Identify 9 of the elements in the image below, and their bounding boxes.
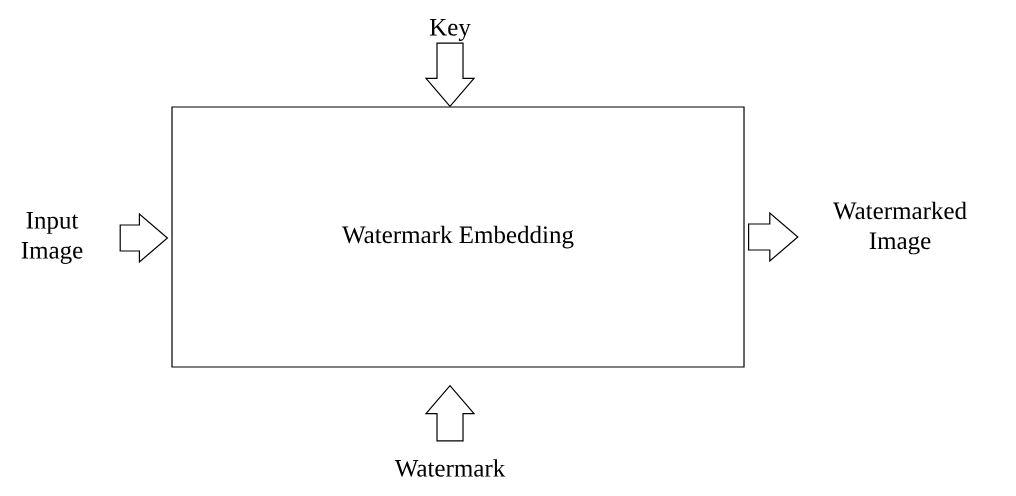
input-label: Input Image — [21, 212, 83, 264]
block-arrow — [424, 384, 476, 442]
input-label: Key — [429, 19, 471, 41]
process-box: Watermark Embedding — [171, 106, 745, 368]
block-arrow — [119, 212, 169, 264]
block-arrow — [424, 42, 476, 108]
block-arrow — [748, 211, 799, 263]
output-label: Watermarked Image — [833, 201, 967, 255]
input-label: Watermark — [394, 459, 506, 477]
